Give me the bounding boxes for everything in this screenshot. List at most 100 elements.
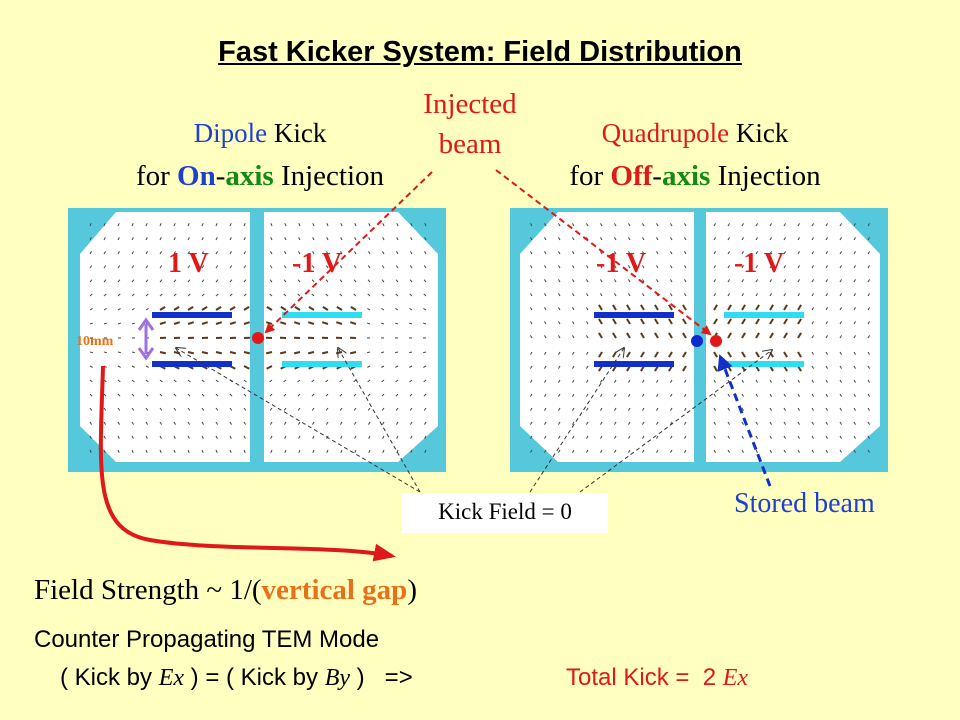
field-vector (340, 449, 343, 453)
field-vector (339, 393, 343, 397)
field-vector (783, 421, 786, 425)
field-vector (769, 379, 772, 383)
field-vector (642, 251, 645, 255)
field-vector (409, 407, 413, 411)
field-vector (867, 407, 870, 411)
field-vector (103, 435, 106, 439)
field-vector (145, 407, 149, 411)
field-vector (642, 407, 645, 411)
field-vector (396, 435, 399, 439)
field-vector (530, 435, 533, 439)
field-vector (354, 449, 357, 453)
field-vector (853, 321, 856, 325)
field-vector (670, 379, 673, 383)
field-vector (368, 251, 371, 255)
field-vector (131, 421, 134, 425)
dipole-field-panel (68, 208, 446, 472)
field-vector (325, 407, 329, 411)
field-vector (423, 393, 427, 397)
field-vector (811, 251, 814, 255)
field-vector (89, 265, 93, 269)
field-vector (145, 308, 149, 311)
field-vector (201, 251, 204, 255)
field-vector (229, 223, 232, 227)
field-vector (600, 421, 603, 425)
field-vector (755, 379, 758, 383)
field-vector (395, 379, 399, 383)
left-field-vectors (89, 223, 427, 453)
field-vector (640, 332, 645, 339)
field-vector (423, 279, 427, 283)
field-vector (131, 279, 135, 283)
field-vector (668, 351, 673, 358)
field-vector (530, 393, 533, 397)
field-vector (340, 223, 343, 227)
field-vector (811, 407, 814, 411)
field-vector (755, 435, 758, 439)
field-vector (867, 393, 870, 397)
field-vector (867, 237, 870, 241)
field-vector (215, 306, 222, 311)
field-vector (586, 435, 589, 439)
field-vector (159, 435, 162, 439)
field-vector (626, 304, 631, 311)
field-vector (614, 379, 617, 383)
field-vector (243, 293, 247, 297)
field-vector (797, 318, 802, 325)
field-vector (684, 379, 687, 383)
field-vector (713, 365, 718, 372)
field-vector (530, 407, 533, 411)
left-voltage-positive: 1 V (168, 248, 209, 279)
field-vector (727, 421, 730, 425)
field-vector (243, 279, 247, 283)
field-vector (586, 307, 589, 311)
field-vector (839, 393, 842, 397)
field-vector (307, 321, 315, 325)
field-vector (628, 449, 631, 453)
field-vector (727, 265, 730, 269)
field-vector (853, 307, 856, 311)
field-vector (145, 421, 148, 425)
field-vector (612, 318, 617, 325)
field-vector (215, 321, 223, 325)
field-vector (656, 265, 659, 269)
field-vector (312, 449, 315, 453)
field-vector (229, 435, 232, 439)
field-vector (797, 223, 800, 227)
field-vector (530, 365, 533, 369)
field-vector (825, 335, 828, 339)
field-vector (284, 435, 287, 439)
field-vector (530, 279, 533, 283)
field-vector (797, 407, 800, 411)
field-vector (670, 279, 673, 283)
field-vector (173, 407, 177, 411)
field-vector (628, 293, 631, 297)
left-panel-subheading: for On-axis Injection (135, 160, 385, 192)
field-vector (159, 407, 163, 411)
field-vector (741, 332, 746, 339)
injected-beam-arrow-left (264, 171, 433, 334)
field-vector (335, 321, 343, 325)
field-vector (867, 435, 870, 439)
field-vector (614, 449, 617, 453)
field-vector (741, 293, 744, 297)
field-vector (103, 407, 107, 411)
field-vector (572, 379, 575, 383)
stored-beam-dot (691, 335, 703, 347)
field-vector (867, 223, 870, 227)
field-vector (558, 307, 561, 311)
field-vector (640, 351, 645, 358)
field-vector (298, 435, 301, 439)
field-vector (103, 251, 106, 255)
field-vector (325, 293, 329, 297)
field-vector (769, 251, 772, 255)
field-vector (825, 379, 828, 383)
field-vector (395, 293, 399, 297)
field-vector (626, 332, 631, 339)
field-vector (117, 251, 120, 255)
field-vector (187, 351, 195, 355)
field-vector (825, 307, 828, 311)
field-vector (145, 435, 148, 439)
stored-beam-label: Stored beam (734, 488, 875, 519)
